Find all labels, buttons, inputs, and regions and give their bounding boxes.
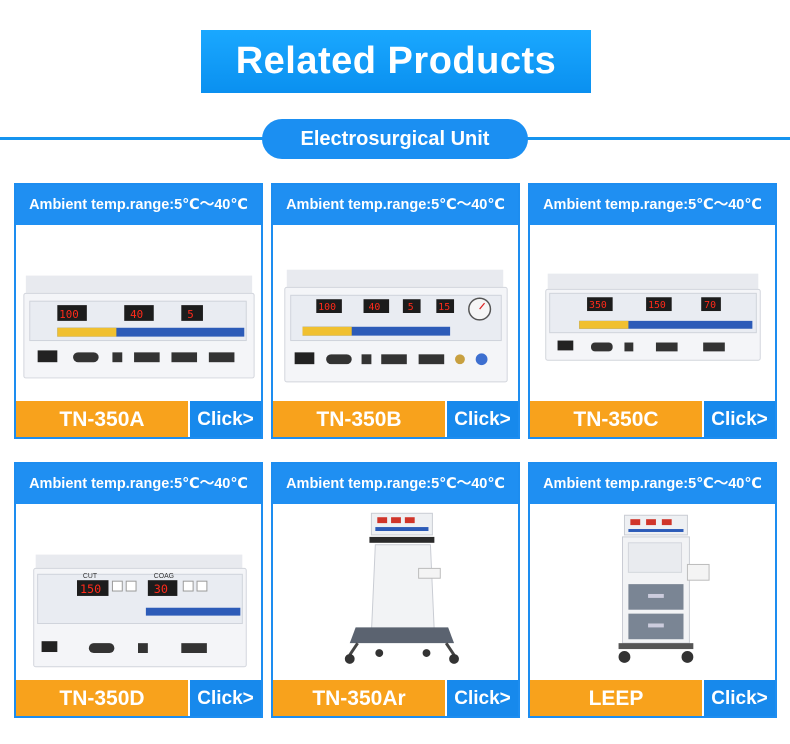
product-image: 350 150 70: [530, 225, 775, 401]
coag-label: COAG: [154, 573, 174, 580]
model-name: TN-350A: [16, 401, 188, 437]
product-image: [273, 504, 518, 680]
product-card-tn-350b[interactable]: Ambient temp.range:5℃～40℃ 100 40 5 15: [271, 183, 520, 439]
product-image: 100 40 5: [16, 225, 261, 401]
product-card-tn-350d[interactable]: Ambient temp.range:5℃～40℃ CUT 150 COAG 3…: [14, 462, 263, 718]
product-image: CUT 150 COAG 30: [16, 504, 261, 680]
model-name: TN-350D: [16, 680, 188, 716]
click-button[interactable]: Click>: [445, 680, 518, 716]
card-footer: TN-350C Click>: [530, 401, 775, 437]
click-button[interactable]: Click>: [445, 401, 518, 437]
category-pill: Electrosurgical Unit: [262, 119, 528, 159]
card-footer: TN-350D Click>: [16, 680, 261, 716]
card-footer: TN-350B Click>: [273, 401, 518, 437]
card-spec-header: Ambient temp.range:5℃～40℃: [530, 185, 775, 225]
model-name: LEEP: [530, 680, 702, 716]
click-button[interactable]: Click>: [188, 401, 261, 437]
coag-display-value: 40: [368, 302, 380, 313]
coag-display-value: 40: [130, 308, 143, 321]
cut-display-value: 100: [318, 302, 336, 313]
bipolar-display-value: 5: [408, 302, 414, 313]
cut-label: CUT: [83, 573, 98, 580]
card-spec-header: Ambient temp.range:5℃～40℃: [16, 185, 261, 225]
argon-display-value: 15: [438, 302, 450, 313]
product-card-leep[interactable]: Ambient temp.range:5℃～40℃ LEEP Click>: [528, 462, 777, 718]
product-image: [530, 504, 775, 680]
model-name: TN-350B: [273, 401, 445, 437]
card-spec-header: Ambient temp.range:5℃～40℃: [16, 464, 261, 504]
section-title-banner: Related Products: [201, 30, 591, 93]
coag-display-value: 30: [154, 582, 168, 596]
card-spec-header: Ambient temp.range:5℃～40℃: [273, 464, 518, 504]
model-name: TN-350Ar: [273, 680, 445, 716]
product-card-tn-350a[interactable]: Ambient temp.range:5℃～40℃ 100 40 5 TN-35…: [14, 183, 263, 439]
coag-display-value: 150: [648, 300, 666, 311]
card-footer: LEEP Click>: [530, 680, 775, 716]
product-card-tn-350c[interactable]: Ambient temp.range:5℃～40℃ 350 150 70 TN-…: [528, 183, 777, 439]
click-button[interactable]: Click>: [702, 401, 775, 437]
card-footer: TN-350A Click>: [16, 401, 261, 437]
product-image: 100 40 5 15: [273, 225, 518, 401]
card-spec-header: Ambient temp.range:5℃～40℃: [273, 185, 518, 225]
cut-display-value: 100: [59, 308, 79, 321]
bipolar-display-value: 5: [187, 308, 194, 321]
card-spec-header: Ambient temp.range:5℃～40℃: [530, 464, 775, 504]
click-button[interactable]: Click>: [188, 680, 261, 716]
cut-display-value: 150: [80, 582, 101, 596]
model-name: TN-350C: [530, 401, 702, 437]
click-button[interactable]: Click>: [702, 680, 775, 716]
bipolar-display-value: 70: [704, 300, 716, 311]
cut-display-value: 350: [589, 300, 607, 311]
card-footer: TN-350Ar Click>: [273, 680, 518, 716]
product-card-tn-350ar[interactable]: Ambient temp.range:5℃～40℃ TN-350Ar Click…: [271, 462, 520, 718]
